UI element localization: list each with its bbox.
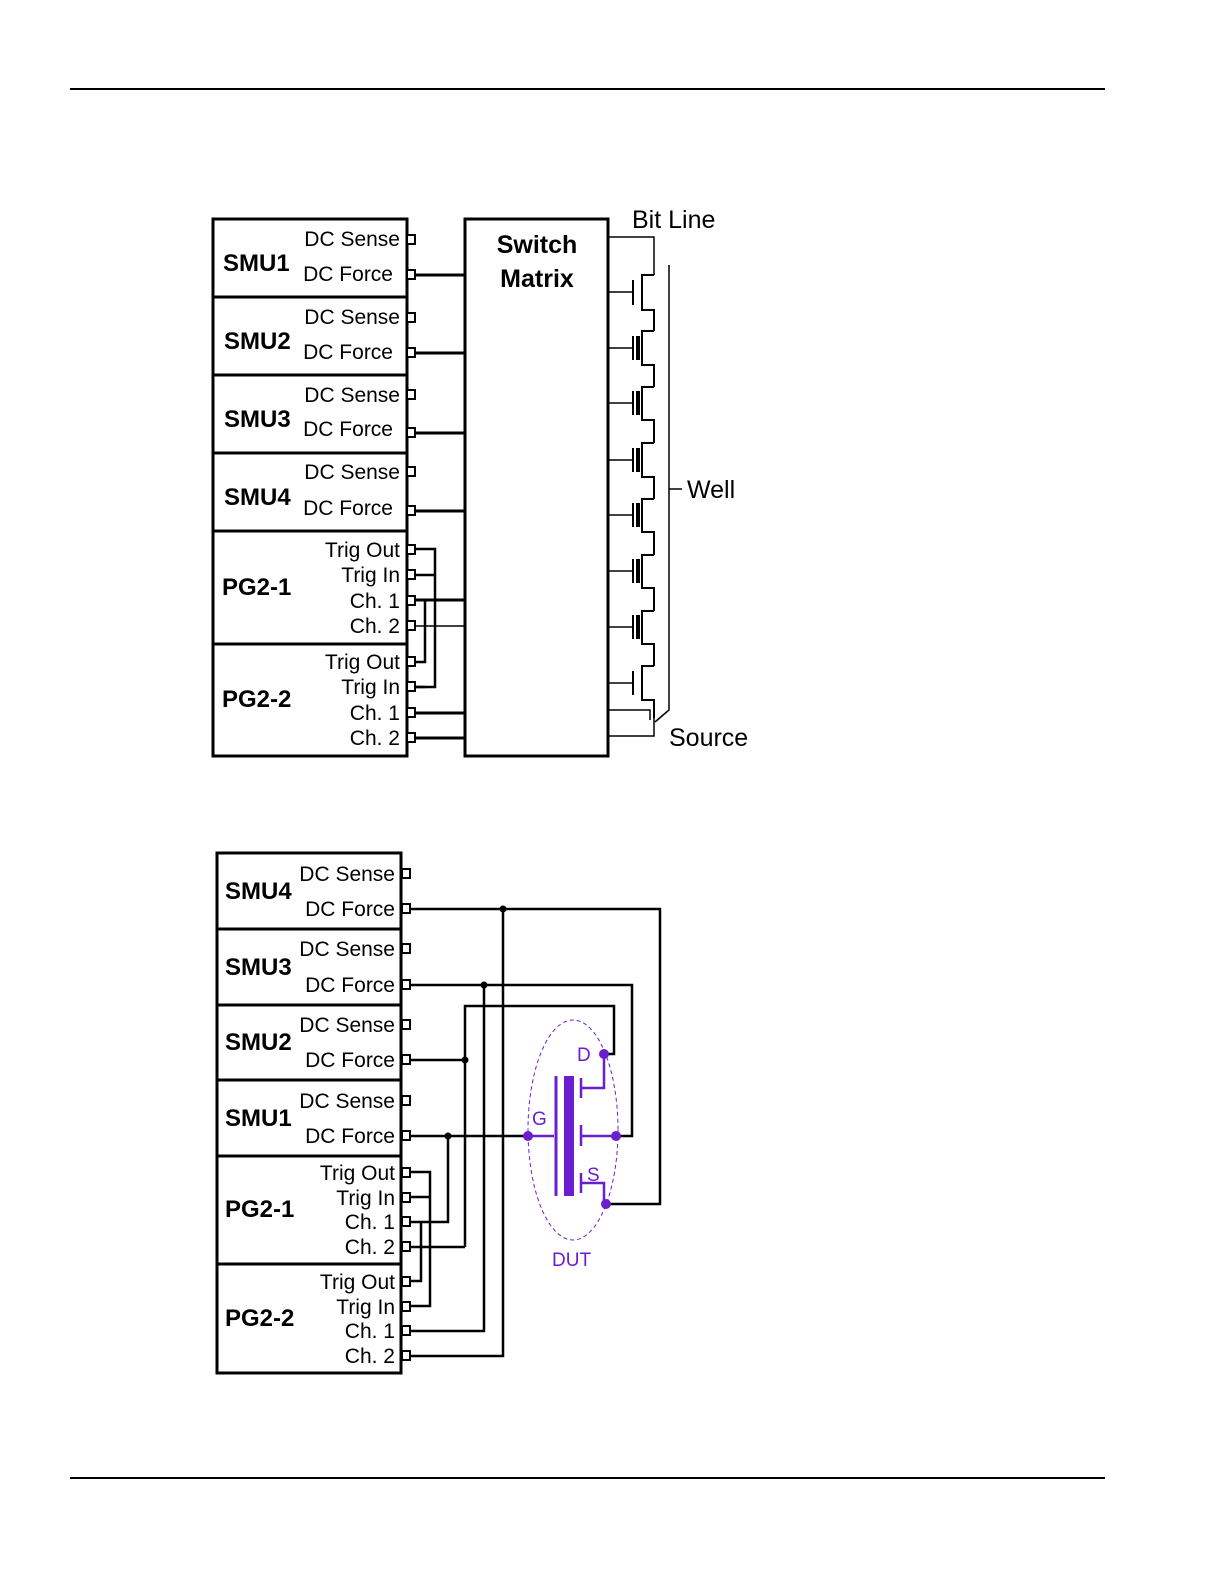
f2-port-label: DC Force: [305, 1049, 395, 1072]
switch-matrix-box: [463, 217, 610, 758]
f1-port-label: DC Sense: [304, 461, 400, 484]
well-label: Well: [687, 476, 735, 504]
f1-port-label: Ch. 1: [350, 702, 400, 725]
f1-port-label: Ch. 1: [350, 590, 400, 613]
f1-port-label: DC Force: [303, 418, 393, 441]
f2-module-name: PG2-1: [225, 1196, 294, 1223]
f1-port-label: DC Sense: [304, 384, 400, 407]
figure1-labels: Bit Line Well Source Switch Matrix SMU1 …: [222, 206, 748, 752]
f1-port-label: DC Force: [303, 341, 393, 364]
f1-module-name: PG2-1: [222, 574, 291, 601]
f2-port-label: Trig In: [336, 1187, 395, 1210]
f2-port-label: Trig In: [336, 1296, 395, 1319]
f2-port-label: Trig Out: [320, 1271, 395, 1294]
f2-port-label: DC Force: [305, 974, 395, 997]
bit-line-label: Bit Line: [632, 206, 715, 234]
f2-module-name: PG2-2: [225, 1305, 294, 1332]
switch-matrix-label-1: Switch: [497, 231, 578, 259]
switch-matrix-label-2: Matrix: [500, 265, 574, 293]
f2-module-name: SMU1: [225, 1105, 292, 1132]
f2-port-label: DC Sense: [299, 1090, 395, 1113]
f1-port-label: Ch. 2: [350, 615, 400, 638]
header-rule: [70, 88, 1105, 90]
f2-port-label: DC Force: [305, 898, 395, 921]
f2-module-name: SMU4: [225, 878, 292, 905]
f1-module-name: SMU3: [224, 406, 291, 433]
f2-port-label: Ch. 2: [345, 1236, 395, 1259]
dut-transistor: [523, 1019, 621, 1241]
f2-module-name: SMU2: [225, 1029, 292, 1056]
f2-port-label: Ch. 1: [345, 1211, 395, 1234]
figure-direct-dut-setup: [215, 851, 662, 1375]
f1-port-label: Trig Out: [325, 651, 400, 674]
footer-rule: [70, 1477, 1105, 1479]
f2-module-name: SMU3: [225, 954, 292, 981]
f2-port-label: DC Force: [305, 1125, 395, 1148]
f2-port-label: DC Sense: [299, 863, 395, 886]
f2-port-label: Trig Out: [320, 1162, 395, 1185]
f1-module-name: SMU4: [224, 484, 291, 511]
dut-drain-label: D: [577, 1045, 591, 1066]
f2-port-label: Ch. 2: [345, 1345, 395, 1368]
f1-port-label: DC Sense: [304, 228, 400, 251]
source-label: Source: [669, 724, 748, 752]
f2-port-label: Ch. 1: [345, 1320, 395, 1343]
dut-label: DUT: [552, 1250, 591, 1271]
instrument-rack: [215, 851, 403, 1375]
f2-port-label: DC Sense: [299, 1014, 395, 1037]
f1-port-label: Ch. 2: [350, 727, 400, 750]
f1-module-name: SMU1: [223, 250, 290, 277]
f1-port-label: Trig Out: [325, 539, 400, 562]
dut-source-label: S: [587, 1165, 600, 1186]
instrument-rack: [211, 217, 409, 758]
figure2-labels: D G S DUT SMU4 SMU3 SMU2 SMU1 PG2-1 PG2-…: [225, 863, 600, 1368]
figure-switch-matrix-setup: [211, 217, 682, 758]
f1-port-label: DC Force: [303, 263, 393, 286]
f2-port-label: DC Sense: [299, 938, 395, 961]
f1-port-label: DC Sense: [304, 306, 400, 329]
f1-module-name: SMU2: [224, 328, 291, 355]
f1-port-label: DC Force: [303, 497, 393, 520]
dut-gate-label: G: [532, 1109, 547, 1130]
f1-port-label: Trig In: [341, 676, 400, 699]
f1-port-label: Trig In: [341, 564, 400, 587]
f1-module-name: PG2-2: [222, 686, 291, 713]
